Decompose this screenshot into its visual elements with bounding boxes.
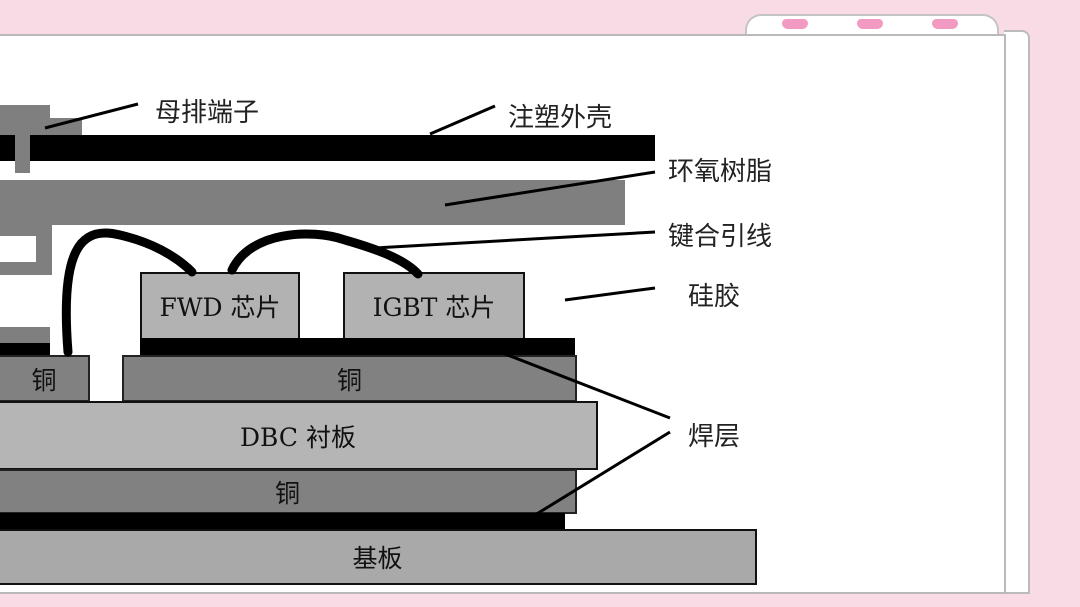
heart-icon (782, 19, 808, 29)
baseplate-label: 基板 (352, 544, 403, 573)
leader-line (429, 104, 496, 136)
fwd-chip-label: FWD 芯片 (159, 293, 281, 322)
left-terminal-pad (0, 327, 50, 344)
busbar-terminal-leg (15, 135, 30, 173)
epoxy-resin (0, 180, 625, 225)
label-molded-housing: 注塑外壳 (508, 103, 613, 133)
heart-icon (857, 19, 883, 29)
copper-label: 铜 (274, 478, 300, 508)
fwd-chip: FWD 芯片 (140, 272, 300, 340)
label-busbar-terminal: 母排端子 (155, 98, 260, 128)
leader-line (534, 430, 671, 517)
label-silicone-gel: 硅胶 (688, 282, 741, 312)
dbc-label: DBC 衬板 (240, 422, 356, 452)
solder-layer-top (140, 338, 575, 356)
side-frame-gap (0, 236, 36, 262)
solder-layer-left (0, 343, 50, 357)
igbt-chip: IGBT 芯片 (343, 272, 525, 340)
leader-line (374, 230, 656, 250)
igbt-chip-label: IGBT 芯片 (372, 293, 496, 322)
baseplate: 基板 (0, 529, 757, 585)
leader-line (444, 170, 656, 207)
leader-line (504, 352, 671, 420)
label-epoxy-resin: 环氧树脂 (668, 157, 773, 187)
label-solder-layer: 焊层 (688, 422, 741, 452)
solder-layer-bottom (0, 513, 565, 529)
copper-bottom: 铜 (0, 469, 577, 514)
heart-icon (932, 19, 958, 29)
card-edge (1004, 30, 1030, 594)
leader-line (564, 286, 656, 302)
bond-wire (61, 228, 197, 357)
molded-housing (0, 135, 655, 161)
copper-top-left: 铜 (0, 355, 90, 402)
bond-wire (227, 229, 423, 279)
copper-top-right: 铜 (122, 355, 577, 402)
label-bond-wire: 键合引线 (668, 222, 773, 252)
leader-line (44, 102, 139, 130)
copper-label: 铜 (336, 365, 362, 395)
copper-label: 铜 (31, 365, 57, 395)
